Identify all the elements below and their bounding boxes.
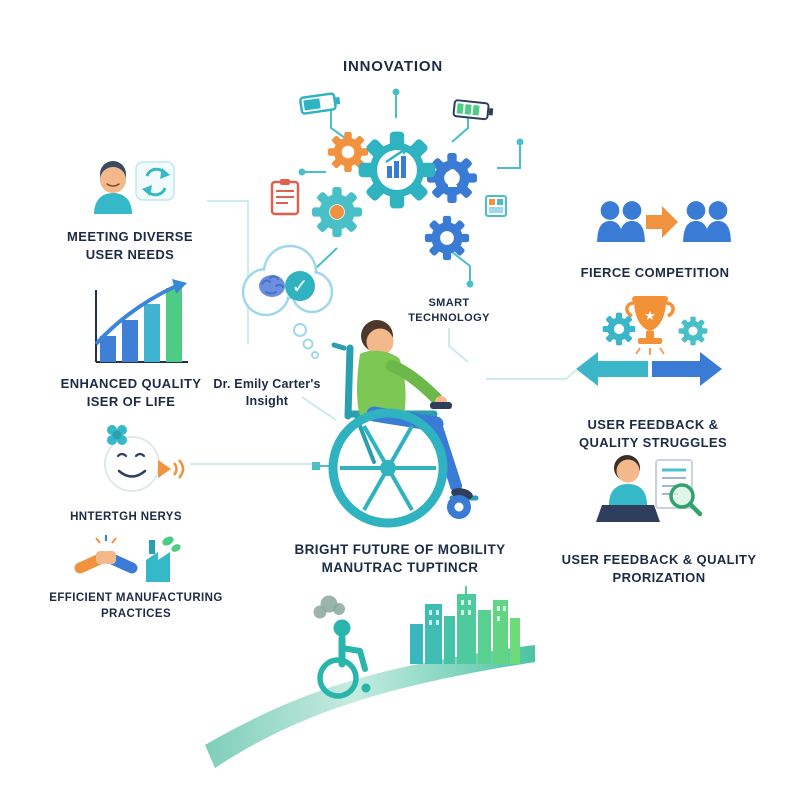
gear-hub: [330, 205, 344, 219]
label-line: PRORIZATION: [612, 569, 706, 585]
label-insight: Dr. Emily Carter's Insight: [213, 376, 320, 410]
label-fierce-competition: FIERCE COMPETITION: [580, 265, 730, 280]
wheel: [328, 408, 448, 528]
user-icon: [94, 161, 132, 214]
growth-chart-icon: [94, 279, 188, 363]
road-illustration: [205, 645, 535, 768]
person-icon: [683, 201, 709, 242]
face: [616, 459, 640, 483]
mini-chart-icon: [385, 148, 408, 178]
label-line: QUALITY STRUGGLES: [578, 434, 728, 450]
recycle-icon: [135, 161, 175, 201]
battery-icon: [299, 92, 341, 115]
star-icon: ★: [644, 309, 656, 324]
label-line: USER FEEDBACK & QUALITY: [561, 552, 757, 567]
label-enhanced-quality: ENHANCED QUALITY ISER OF LIFE: [61, 375, 202, 410]
label-line: Dr. Emily Carter's: [213, 377, 321, 391]
check-glyph: ✓: [292, 274, 309, 298]
innovation-graphic: [270, 88, 524, 288]
label-line: MEETING DIVERSE: [67, 229, 193, 244]
arrow-right-icon: [652, 352, 722, 386]
sparkle-lines: [635, 347, 665, 355]
label-line: MANUTRAC TUPTINCR: [321, 560, 479, 576]
gear-icon: [424, 215, 470, 261]
person-icon: [597, 201, 623, 242]
competition-icon: [597, 201, 731, 242]
factory-icon: [146, 536, 181, 582]
check-icon: ✓: [285, 271, 315, 301]
handshake-icon: [74, 535, 138, 574]
windows: [429, 600, 506, 625]
person-icon: [619, 201, 645, 242]
label-line: TECHNOLOGY: [408, 311, 490, 324]
gear-icon: [678, 316, 708, 346]
label-bright-future: BRIGHT FUTURE OF MOBILITY MANUTRAC TUPTI…: [295, 541, 506, 577]
caster-wheel: [447, 495, 471, 519]
innovation-title: INNOVATION: [343, 58, 443, 75]
thought-bubble-icon: ✓: [241, 244, 334, 359]
arrow-left-icon: [576, 352, 648, 386]
person-icon: [705, 201, 731, 242]
label-line: EFFICIENT MANUFACTURING: [49, 592, 223, 604]
armrest-joystick: [430, 402, 452, 409]
face: [366, 328, 394, 356]
flower-icon: [107, 425, 127, 445]
torso: [357, 350, 406, 416]
trophy-icon: ★: [625, 296, 675, 355]
analyst-icon: [596, 455, 703, 522]
label-line: PRACTICES: [100, 607, 172, 620]
label-line: USER FEEDBACK &: [587, 417, 719, 432]
microphone-icon: [448, 169, 457, 187]
label-feedback-struggles: USER FEEDBACK & QUALITY STRUGGLES: [579, 416, 727, 451]
arm: [386, 360, 442, 404]
label-smart-technology: SMART TECHNOLOGY: [408, 296, 490, 326]
chip-icon: [485, 195, 507, 217]
wheelchair-user-illustration: [312, 320, 479, 528]
label-manufacturing: EFFICIENT MANUFACTURING PRACTICES: [49, 591, 222, 622]
label-feedback-prioritization: USER FEEDBACK & QUALITY PRORIZATION: [562, 551, 757, 586]
battery-icon: [452, 99, 494, 121]
speaker-icon: [158, 459, 185, 479]
arrow-right-icon: [646, 206, 678, 238]
bubble-trail: [293, 323, 319, 359]
wheelchair-symbol-icon: [317, 619, 371, 699]
label-line: SMART: [428, 297, 470, 309]
smoke-icon: [313, 595, 345, 619]
trophy-cluster: ★: [576, 296, 722, 386]
happy-user-icon: [104, 425, 185, 492]
label-line: Insight: [245, 393, 289, 408]
future-scene: [205, 586, 535, 768]
label-meeting-user-needs: MEETING DIVERSE USER NEEDS: [67, 228, 193, 263]
laptop-icon: [596, 505, 660, 522]
magnifier-icon: [669, 483, 703, 517]
label-line: ENHANCED QUALITY: [60, 376, 202, 391]
brain-icon: [259, 275, 285, 297]
label-line: BRIGHT FUTURE OF MOBILITY: [294, 542, 506, 557]
shirt: [609, 484, 647, 505]
gear-icon: [602, 312, 636, 346]
skyline-icon: [410, 586, 520, 664]
label-line: ISER OF LIFE: [86, 393, 176, 409]
label-user-interaction: HNTERTGH NERYS: [70, 511, 182, 523]
clipboard-icon: [270, 179, 300, 216]
label-line: USER NEEDS: [85, 246, 175, 262]
